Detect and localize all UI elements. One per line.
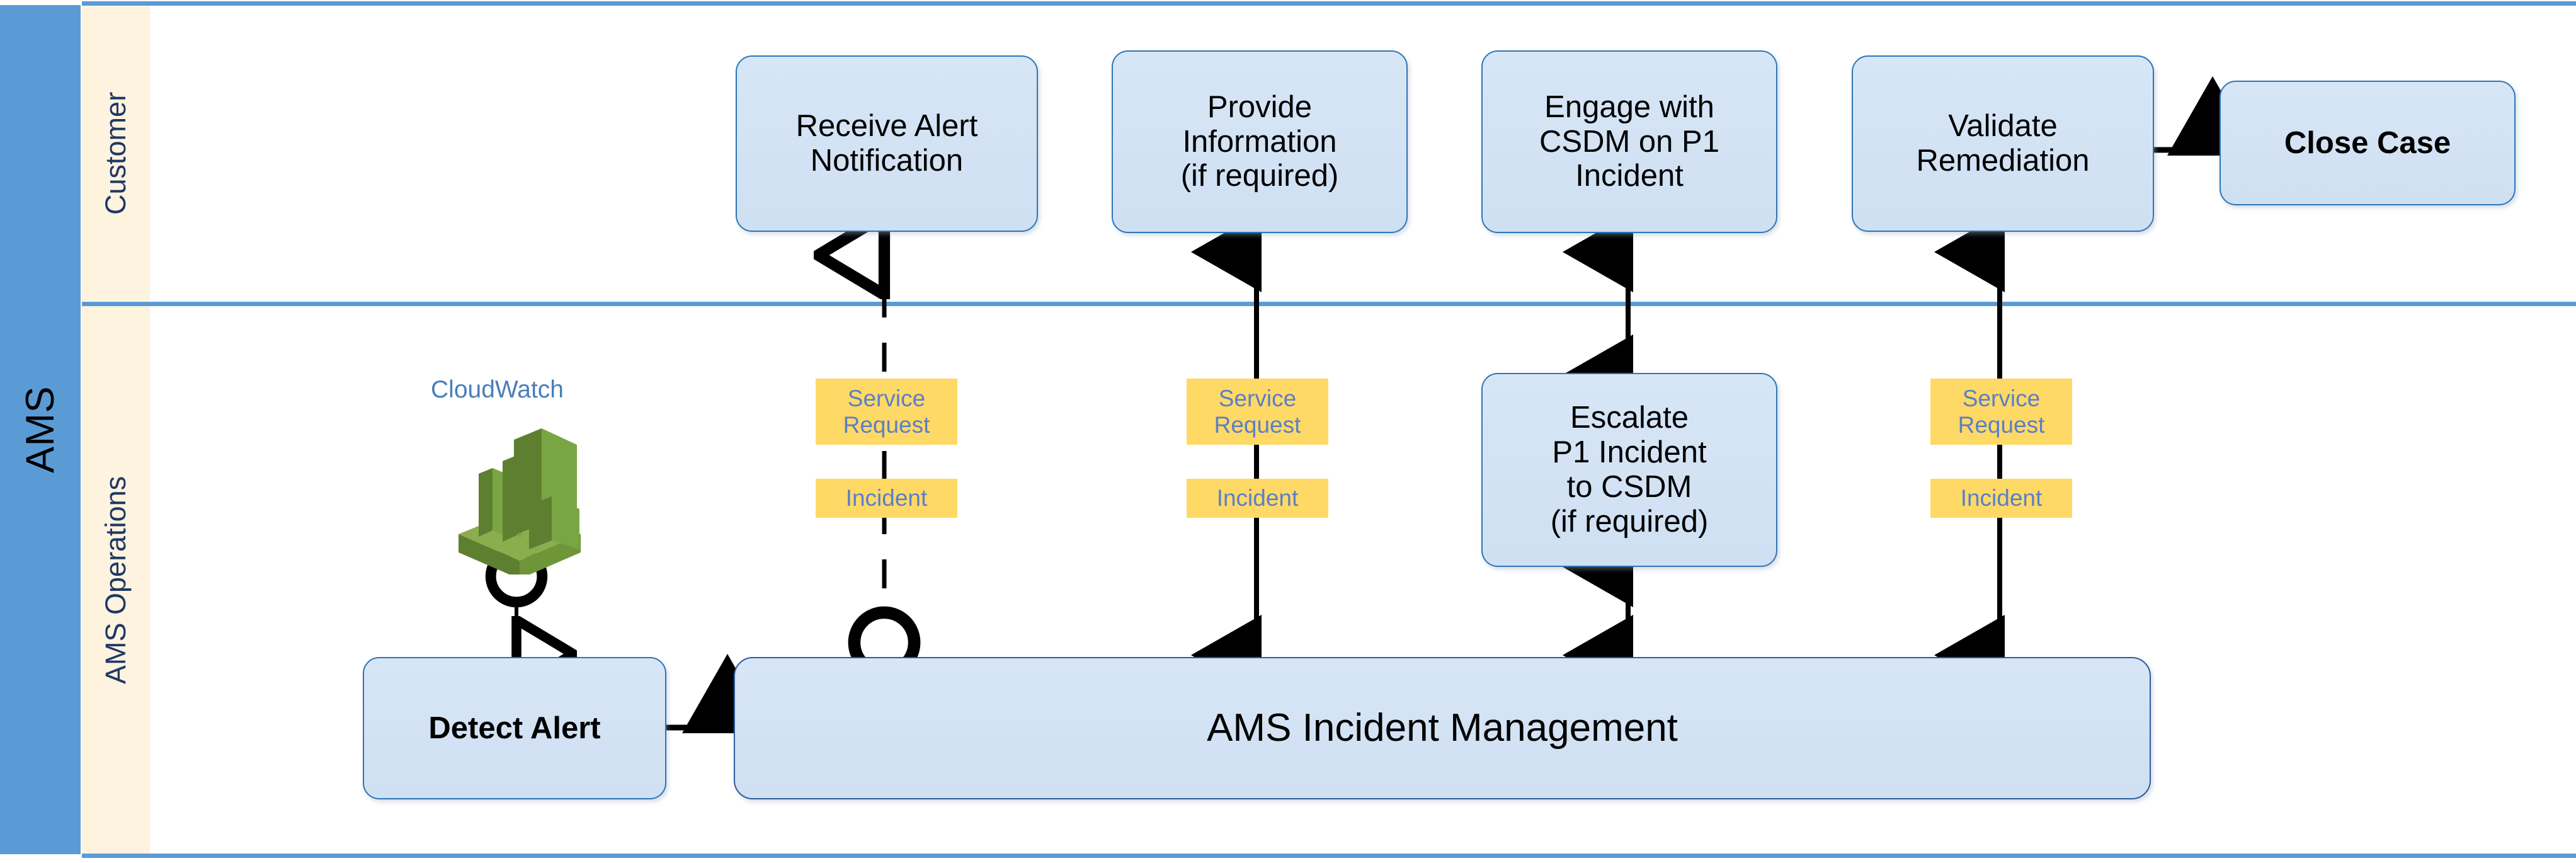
process-box-detect-alert[interactable]: Detect Alert [363, 657, 666, 799]
artifact-service-request: Service Request [1930, 379, 2072, 445]
org-label: AMS [18, 386, 62, 474]
process-box-label: Detect Alert [428, 711, 601, 745]
artifact-service-request: Service Request [816, 379, 957, 445]
lane-band-customer: Customer [82, 5, 150, 301]
process-box-engage-with-csdm[interactable]: Engage with CSDM on P1 Incident [1481, 50, 1777, 233]
process-box-label: AMS Incident Management [1207, 706, 1678, 750]
process-box-label: Engage with CSDM on P1 Incident [1539, 89, 1719, 193]
cloudwatch-icon [453, 423, 586, 579]
artifact-label: Incident [845, 485, 928, 512]
lane-label-customer: Customer [100, 91, 132, 215]
cloudwatch-label: CloudWatch [431, 376, 564, 403]
artifact-label: Service Request [843, 385, 930, 438]
artifact-label: Incident [1960, 485, 2043, 512]
artifact-incident: Incident [1187, 479, 1328, 518]
process-box-label: Receive Alert Notification [795, 109, 978, 178]
lane-divider-bottom [82, 854, 2576, 858]
lane-divider-top [82, 1, 2576, 6]
lane-band-ams-operations: AMS Operations [82, 306, 150, 854]
process-box-label: Close Case [2284, 125, 2451, 160]
artifact-label: Service Request [1214, 385, 1301, 438]
artifact-incident: Incident [816, 479, 957, 518]
lane-label-ams-operations: AMS Operations [100, 476, 132, 685]
artifact-incident: Incident [1930, 479, 2072, 518]
process-box-provide-information[interactable]: Provide Information (if required) [1112, 50, 1408, 233]
artifact-label: Service Request [1958, 385, 2045, 438]
artifact-service-request: Service Request [1187, 379, 1328, 445]
process-box-label: Provide Information (if required) [1180, 89, 1339, 193]
process-box-label: Escalate P1 Incident to CSDM (if require… [1550, 401, 1709, 539]
process-box-receive-alert-notification[interactable]: Receive Alert Notification [736, 55, 1038, 232]
lane-divider-middle [82, 302, 2576, 306]
process-box-escalate-p1-incident[interactable]: Escalate P1 Incident to CSDM (if require… [1481, 373, 1777, 567]
artifact-label: Incident [1216, 485, 1299, 512]
process-box-validate-remediation[interactable]: Validate Remediation [1852, 55, 2154, 232]
org-band: AMS [0, 5, 81, 854]
process-box-label: Validate Remediation [1916, 109, 2090, 178]
process-box-ams-incident-management[interactable]: AMS Incident Management [734, 657, 2151, 799]
process-box-close-case[interactable]: Close Case [2220, 81, 2516, 205]
